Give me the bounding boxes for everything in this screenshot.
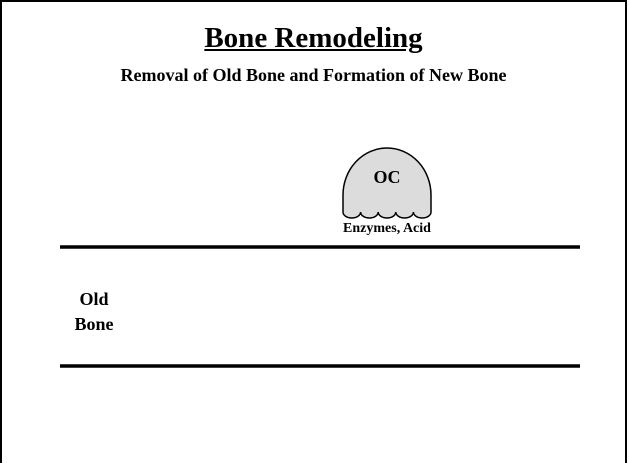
osteoclast-label: OC <box>374 167 401 188</box>
old-bone-label: Old Bone <box>54 287 134 337</box>
ruffled-border <box>343 212 431 218</box>
old-bone-label-line2: Bone <box>54 312 134 337</box>
secretion-label: Enzymes, Acid <box>343 221 431 237</box>
old-bone-label-line1: Old <box>54 287 134 312</box>
